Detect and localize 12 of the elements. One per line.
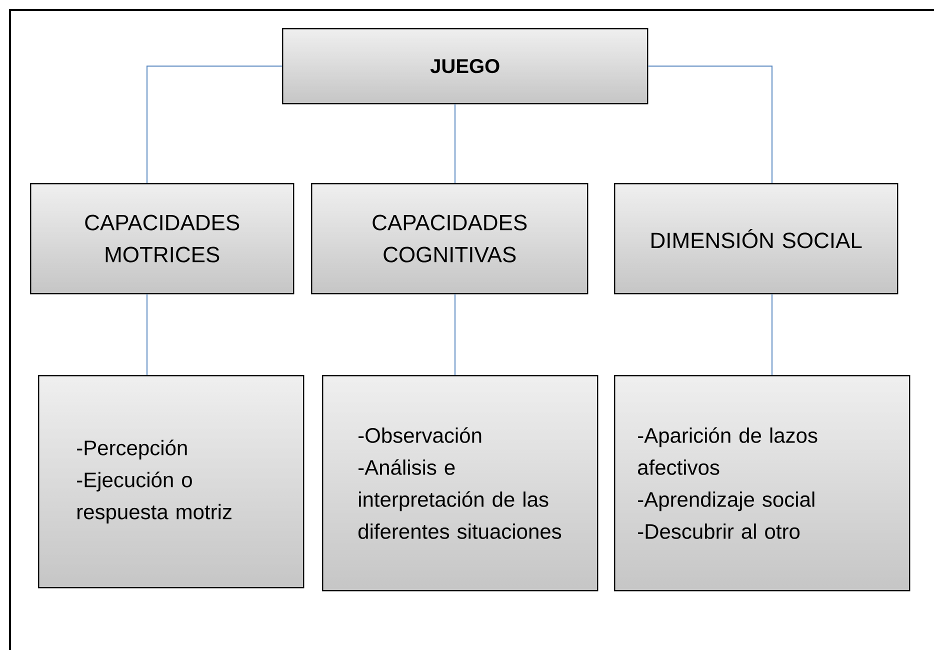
connector-line — [648, 66, 772, 184]
category-box: CAPACIDADES MOTRICES — [30, 183, 294, 294]
category-box: DIMENSIÓN SOCIAL — [614, 183, 898, 294]
detail-box: -Observación -Análisis e interpretación de las diferentes situaciones — [322, 375, 598, 592]
category-box: CAPACIDADES COGNITIVAS — [311, 183, 588, 294]
connector-line — [146, 66, 282, 184]
connector-line — [454, 294, 456, 376]
title-box: JUEGO — [282, 28, 648, 104]
detail-box: -Aparición de lazos afectivos -Aprendizaje social -Descubrir al otro — [614, 375, 910, 592]
connector-line — [454, 104, 456, 184]
connector-line — [146, 294, 148, 376]
detail-box: -Percepción -Ejecución o respuesta motriz — [38, 375, 304, 588]
